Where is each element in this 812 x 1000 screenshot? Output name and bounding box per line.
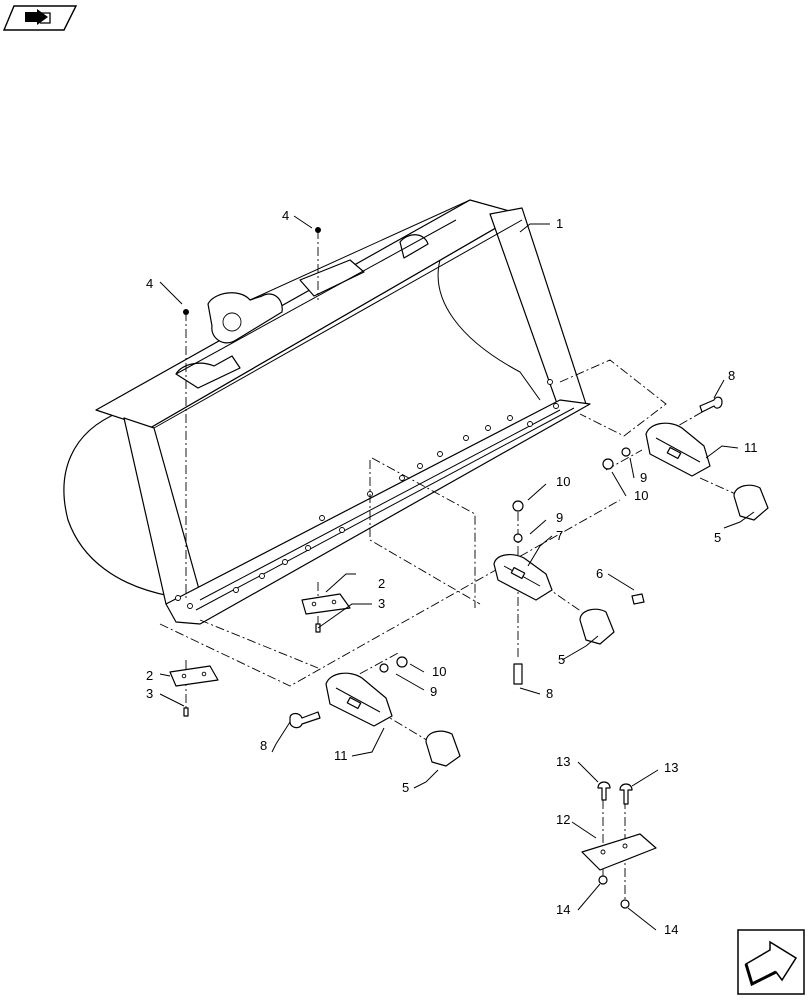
pin-6 [631,593,645,605]
callout-8-left: 8 [260,738,267,753]
callout-11-left: 11 [334,748,348,763]
bolt-8-left [289,711,321,729]
plate-2-left [169,665,219,687]
callout-10-right: 10 [634,488,648,503]
callout-14-left: 14 [556,902,570,917]
adapter-11-right [645,422,711,477]
callout-14-right: 14 [664,922,678,937]
callout-13-left: 13 [556,754,570,769]
nut-10-left [396,656,408,668]
callout-4-top: 4 [282,208,289,223]
callout-3-left: 3 [146,686,153,701]
bolt-13-right [619,783,633,805]
tooth-5-left [425,730,461,767]
callout-9-center: 9 [556,510,563,525]
nut-14-right [620,899,630,909]
callout-8-right: 8 [728,368,735,383]
nut-14-left [598,875,608,885]
adapter-11-left [325,672,393,727]
bolt-4-top [315,227,321,233]
callout-12: 12 [556,812,570,827]
callout-10-center: 10 [556,474,570,489]
callout-2-left: 2 [146,668,153,683]
adapter-7-center [493,554,553,601]
callout-10-left: 10 [432,664,446,679]
washer-9-right [621,447,631,457]
bolt-13-left [597,781,611,801]
bucket-assembly [63,199,591,625]
callout-5-right: 5 [714,530,721,545]
bolt-8-center [513,663,523,685]
callout-4-left: 4 [146,276,153,291]
callout-3-center: 3 [378,596,385,611]
callout-leaders [159,215,755,931]
callout-labels: 1 2 2 3 3 4 4 5 5 5 6 7 8 8 8 9 9 9 10 1… [146,208,758,937]
tooth-5-right [733,484,769,521]
tooth-5-center [579,608,615,645]
callout-9-left: 9 [430,684,437,699]
bolt-8-right [699,396,723,413]
plate-2-center [301,593,351,615]
washer-9-left [379,663,389,673]
edge-bolt-holes [175,379,559,609]
callout-5-left: 5 [402,780,409,795]
plate-12 [581,833,657,871]
nut-10-right [602,458,614,470]
next-page-arrow-icon[interactable] [737,929,805,995]
callout-13-right: 13 [664,760,678,775]
callout-11-right: 11 [744,440,758,455]
bolt-4-left [183,309,189,315]
callout-1: 1 [556,216,563,231]
callout-7: 7 [556,528,563,543]
callout-5-center: 5 [558,652,565,667]
nut-10-center [512,500,524,512]
screw-3-left [183,707,189,717]
callout-2-center: 2 [378,576,385,591]
washer-9-center [513,533,523,543]
callout-6: 6 [596,566,603,581]
book-arrow-icon [2,5,78,31]
callout-9-right: 9 [640,470,647,485]
callout-8-center: 8 [546,686,553,701]
